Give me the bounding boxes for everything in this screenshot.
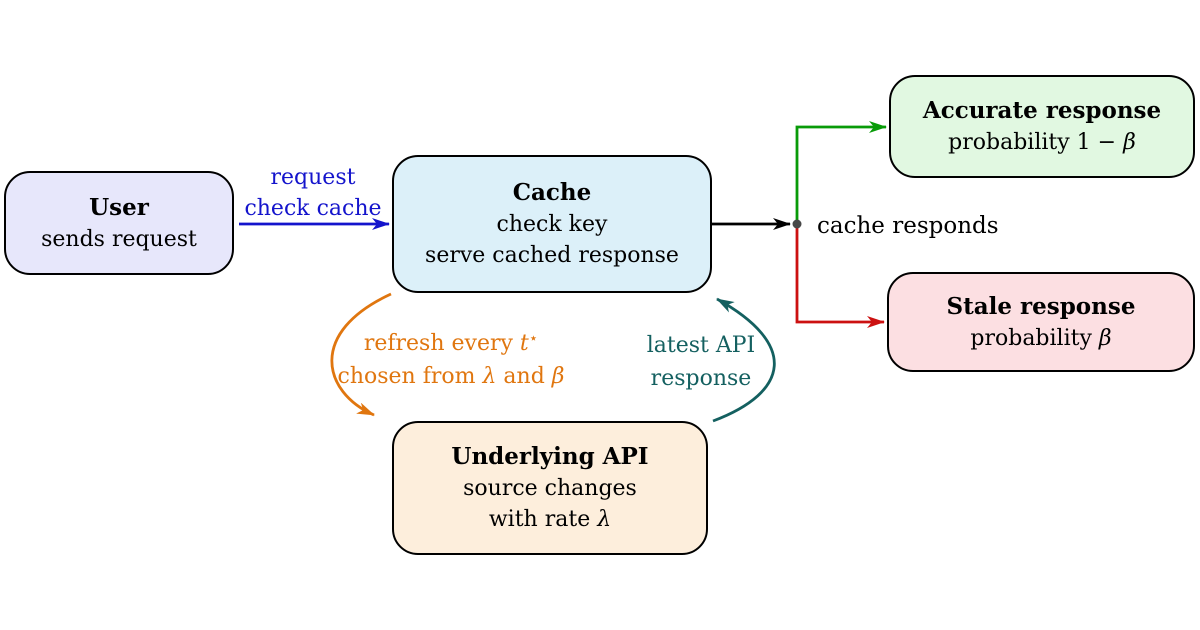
label-cache-responds: cache responds [817,213,999,239]
node-accurate-line: probability 1 − β [948,130,1136,155]
label-latest-api-response: latest API response [626,329,776,395]
label-latest-line: latest API [646,333,756,358]
arrow-junction-to-accurate [795,121,887,221]
arrow-junction-to-stale [795,227,885,328]
node-stale-response: Stale response probability β [887,272,1195,372]
label-refresh-line: chosen from λ and β [337,364,565,389]
node-api-line: with rate λ [488,507,612,532]
label-refresh-line: refresh every t⋆ [363,329,539,357]
node-api-line: source changes [463,476,637,501]
node-underlying-api: Underlying API source changes with rate … [392,421,708,555]
node-stale-title: Stale response [946,292,1136,320]
node-accurate-title: Accurate response [922,97,1162,124]
node-stale-line: probability β [970,325,1112,351]
node-cache: Cache check key serve cached response [392,155,712,293]
node-user-line: sends request [41,226,197,252]
label-request-line: request [270,165,356,190]
arrow-cache-to-api [330,292,392,417]
junction-dot [792,219,802,229]
node-cache-title: Cache [512,179,592,206]
node-api-title: Underlying API [451,443,649,470]
arrow-api-to-cache [712,297,776,423]
node-user-title: User [89,193,149,221]
node-cache-line: check key [496,212,608,237]
label-refresh-every: refresh every t⋆ chosen from λ and β [320,327,582,393]
label-request-check-cache: request check cache [240,162,386,224]
node-cache-line: serve cached response [425,243,679,268]
label-latest-line: response [650,366,752,391]
label-request-line: check cache [244,196,382,221]
node-accurate-response: Accurate response probability 1 − β [889,75,1195,178]
node-user: User sends request [4,171,234,275]
